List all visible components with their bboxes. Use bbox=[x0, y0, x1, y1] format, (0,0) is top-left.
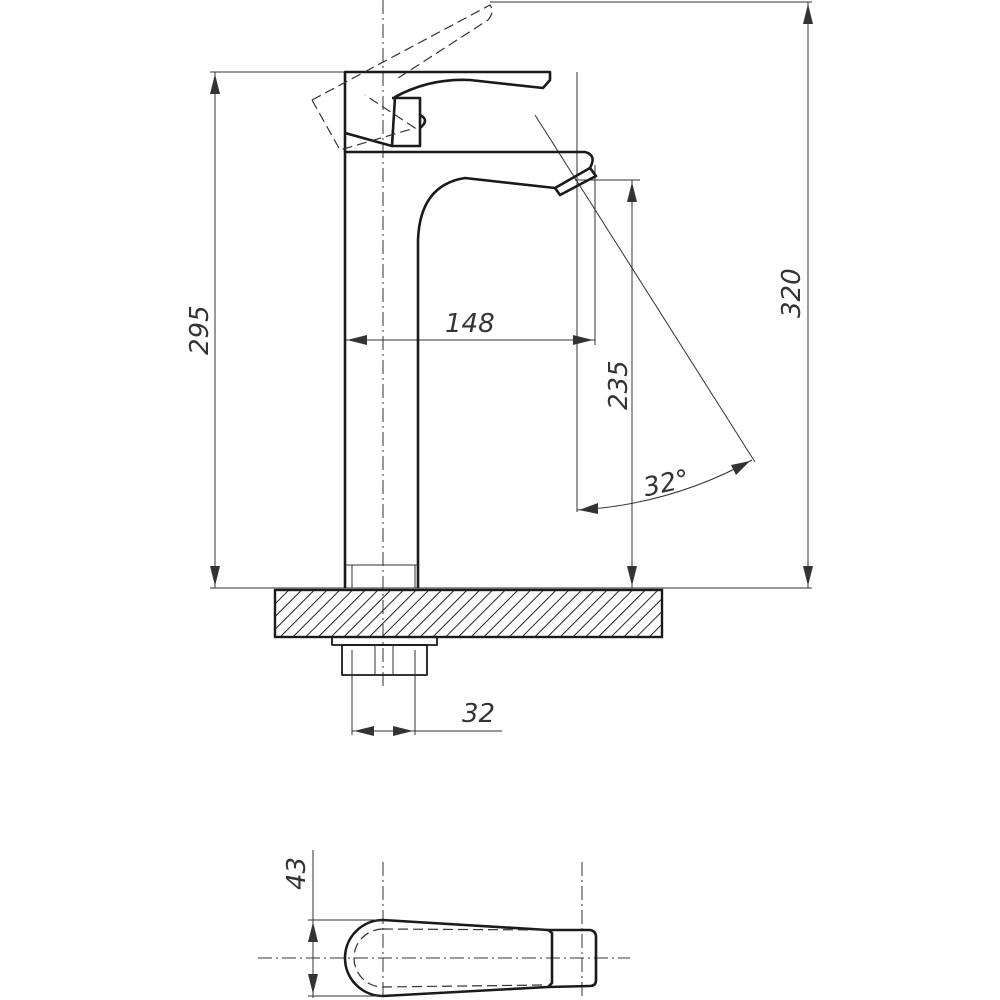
faucet-side-view bbox=[311, 4, 598, 588]
dimension-label-43: 43 bbox=[282, 857, 312, 890]
dimension-235: 235 bbox=[604, 180, 637, 588]
dimension-label-235: 235 bbox=[604, 360, 634, 410]
dimension-43: 43 bbox=[282, 850, 383, 998]
mounting-nut bbox=[331, 636, 438, 676]
dimension-295: 295 bbox=[185, 72, 220, 588]
dimension-label-148: 148 bbox=[445, 309, 495, 339]
extension-lines bbox=[210, 1, 812, 589]
dimension-label-angle: 32° bbox=[641, 464, 692, 503]
dimension-label-320: 320 bbox=[777, 268, 807, 318]
dimension-angle: 32° bbox=[576, 459, 753, 514]
dimension-label-32: 32 bbox=[462, 699, 495, 729]
dimension-148: 148 bbox=[345, 309, 595, 345]
countertop-section bbox=[273, 588, 664, 639]
dimension-32: 32 bbox=[351, 650, 502, 736]
dimension-label-295: 295 bbox=[185, 305, 215, 355]
dimension-320: 320 bbox=[777, 2, 813, 588]
